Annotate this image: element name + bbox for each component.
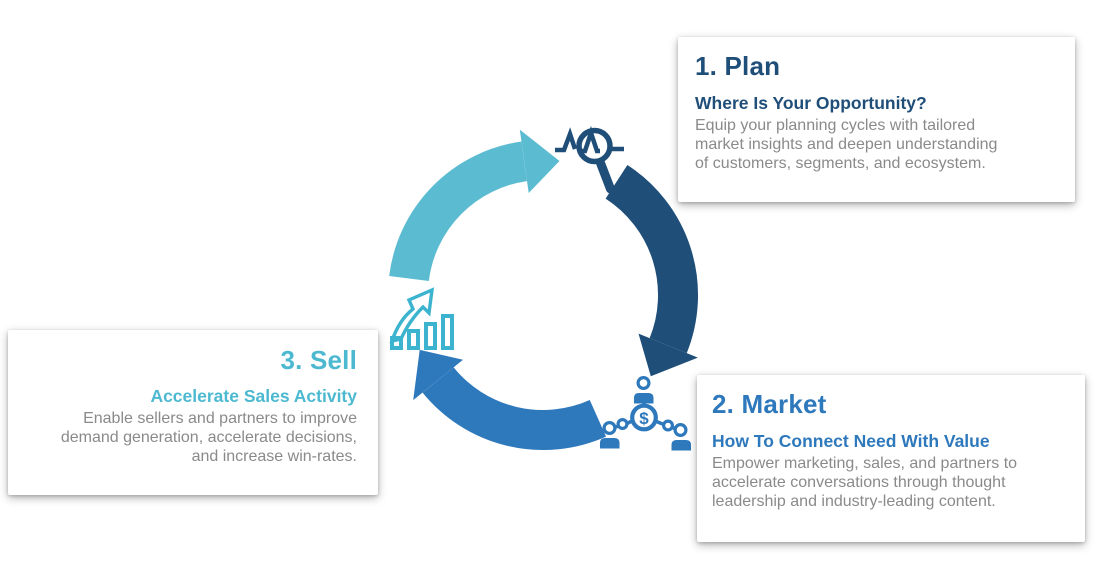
cycle-arc-sell-to-plan (389, 141, 528, 282)
body-line: and increase win-rates. (191, 448, 357, 465)
cycle-arc-market-to-sell (422, 367, 607, 450)
growth-chart-icon (389, 287, 454, 350)
bar-3 (424, 322, 437, 350)
body-line: accelerate conversations through thought (712, 474, 1006, 491)
spoke-right (655, 419, 664, 426)
dollar-sign: $ (639, 409, 649, 428)
body-line: Equip your planning cycles with tailored (695, 117, 976, 134)
sell-card-title: 3. Sell (280, 345, 357, 375)
plan-card-body: Equip your planning cycles with tailored… (695, 116, 1057, 173)
cycle-arc-plan-to-market (605, 165, 698, 354)
magnifier-handle (596, 158, 615, 194)
market-card: 2. Market How To Connect Need With Value… (697, 375, 1085, 542)
bar-4 (441, 314, 454, 350)
sell-card-subtitle: Accelerate Sales Activity (150, 386, 357, 406)
growth-arrow (389, 287, 435, 344)
market-card-body: Empower marketing, sales, and partners t… (712, 454, 1069, 511)
body-line: Empower marketing, sales, and partners t… (712, 455, 1018, 472)
right-node-ring (661, 419, 674, 432)
partner-network-icon: $ (600, 376, 691, 451)
sell-card-body: Enable sellers and partners to improve d… (24, 409, 357, 466)
market-insights-icon (555, 125, 624, 194)
plan-card: 1. Plan Where Is Your Opportunity? Equip… (678, 37, 1075, 202)
left-person-head (602, 421, 617, 436)
left-node-ring (616, 418, 629, 431)
navy-arrowhead-icon (638, 333, 698, 377)
bar-1 (390, 336, 403, 350)
market-card-subtitle: How To Connect Need With Value (712, 431, 990, 451)
top-person-body (634, 393, 654, 404)
blue-arrowhead-icon (413, 349, 463, 401)
sell-card: 3. Sell Accelerate Sales Activity Enable… (8, 330, 378, 495)
body-line: demand generation, accelerate decisions, (60, 429, 357, 446)
body-line: of customers, segments, and ecosystem. (695, 155, 986, 172)
lens-circle (576, 127, 613, 165)
body-line: market insights and deepen understanding (695, 136, 998, 153)
plan-card-subtitle: Where Is Your Opportunity? (695, 93, 927, 113)
body-line: Enable sellers and partners to improve (83, 410, 357, 427)
left-person-body (600, 438, 620, 449)
right-person-head (673, 423, 688, 438)
right-person-body (671, 440, 691, 451)
top-person-head (636, 376, 651, 391)
body-line: leadership and industry-leading content. (712, 493, 996, 510)
market-card-title: 2. Market (712, 389, 827, 419)
trend-line-left (555, 127, 578, 153)
teal-arrowhead-icon (519, 129, 560, 193)
dollar-circle (630, 403, 658, 432)
bar-2 (407, 329, 420, 350)
plan-card-title: 1. Plan (695, 51, 781, 81)
